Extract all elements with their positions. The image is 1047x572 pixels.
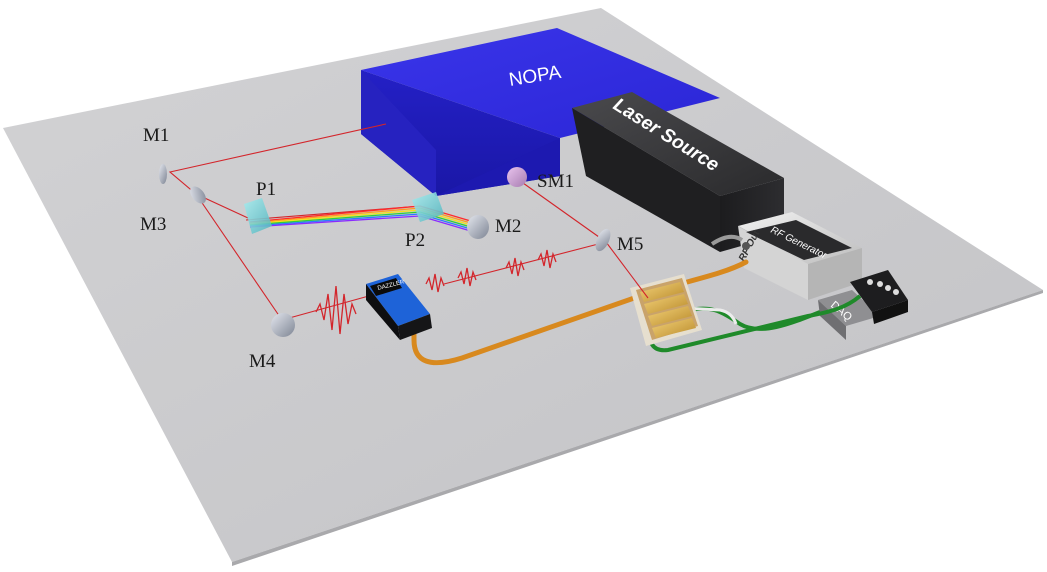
label-p2: P2 — [405, 230, 425, 251]
mirror-m4 — [271, 313, 295, 337]
label-p1: P1 — [256, 179, 276, 200]
mirror-m2 — [467, 215, 489, 239]
mirror-sm1 — [507, 167, 527, 187]
label-m1: M1 — [143, 125, 169, 146]
mirror-m3 — [190, 186, 206, 204]
prism-p2 — [412, 192, 444, 222]
prism-p1 — [244, 198, 272, 234]
label-m5: M5 — [617, 234, 643, 255]
dazzler-unit: DAZZLER — [366, 274, 432, 340]
label-m2: M2 — [495, 216, 521, 237]
rf-generator-unit: RF Generator RF Out — [710, 212, 862, 300]
mirror-m1 — [159, 164, 167, 184]
laser-source-unit: Laser Source — [572, 92, 784, 252]
detector-array — [630, 274, 702, 346]
label-m4: M4 — [249, 351, 276, 372]
optical-table — [3, 8, 1043, 562]
mirror-m5 — [595, 228, 611, 252]
label-sm1: SM1 — [537, 171, 574, 192]
rf-out-port — [742, 242, 750, 250]
label-m3: M3 — [140, 214, 166, 235]
pulse-trains — [315, 249, 557, 335]
